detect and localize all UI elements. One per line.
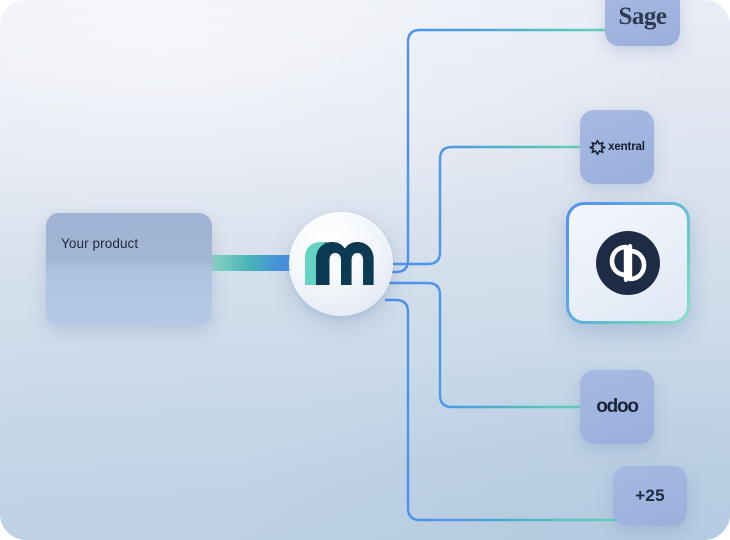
integration-tile-xentral[interactable]: xentral	[580, 110, 654, 184]
odoo-wordmark: odoo	[596, 396, 639, 417]
integration-tile-quickbooks-inner	[569, 205, 687, 321]
wire-hub-to-xentral	[384, 145, 590, 266]
integration-tile-quickbooks-highlighted[interactable]	[566, 202, 690, 324]
xentral-wordmark: xentral	[608, 141, 645, 153]
moss-hub-logo	[289, 212, 393, 316]
integration-tile-odoo[interactable]: odoo	[580, 370, 654, 444]
quickbooks-icon	[596, 231, 660, 295]
integration-tile-sage[interactable]: Sage	[605, 0, 680, 46]
wire-product-to-hub	[203, 255, 299, 271]
xentral-star-icon	[589, 139, 606, 155]
your-product-card[interactable]: Your product	[46, 213, 212, 326]
integration-tile-more-count[interactable]: +25	[613, 466, 687, 526]
more-integrations-count: +25	[635, 486, 665, 505]
wire-hub-to-odoo	[384, 281, 590, 409]
your-product-label: Your product	[61, 236, 139, 251]
sage-wordmark: Sage	[618, 2, 668, 30]
moss-logo-icon	[305, 242, 374, 285]
